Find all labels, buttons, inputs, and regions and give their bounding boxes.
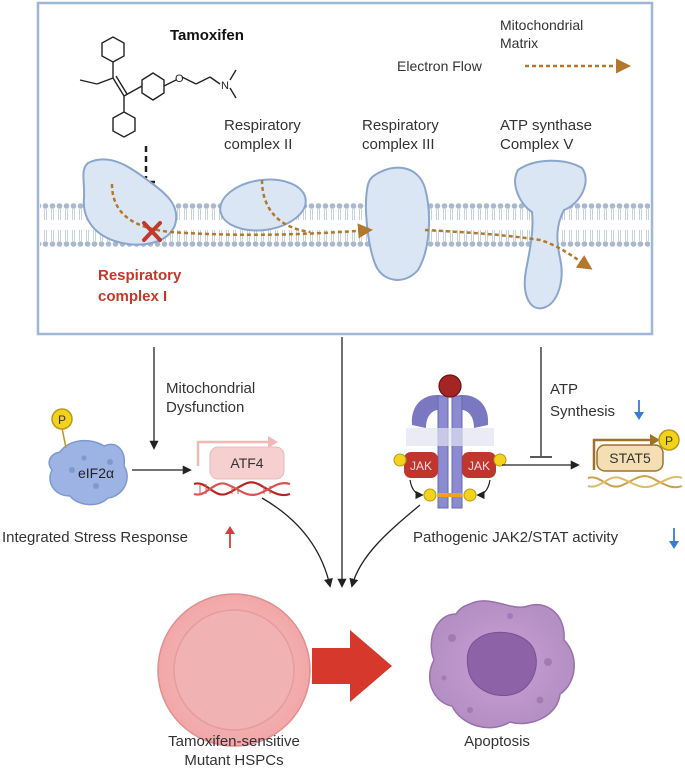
receptor-right-phospho-icon bbox=[463, 488, 477, 502]
atf4-label: ATF4 bbox=[230, 455, 263, 471]
jak-stat-label: Pathogenic JAK2/STAT activity bbox=[413, 529, 619, 546]
atf4-transcription-arrowhead bbox=[268, 436, 278, 448]
atf4-box bbox=[209, 446, 285, 480]
stat5-phospho-icon bbox=[658, 429, 680, 451]
jak-left-phospho-icon bbox=[393, 453, 407, 467]
stat5-transcription-arrowhead bbox=[650, 434, 660, 446]
tamoxifen-o-atom: O bbox=[175, 73, 184, 85]
tamoxifen-structure bbox=[79, 36, 237, 138]
jak-right-box bbox=[462, 452, 496, 478]
legend-electron-flow-label: Electron Flow bbox=[397, 58, 483, 74]
complex-ii-shape bbox=[219, 178, 307, 232]
electron-flow-ii bbox=[260, 179, 311, 234]
atf4-transcription-arrow bbox=[196, 440, 270, 466]
arrow-atf4-to-apoptosis bbox=[261, 497, 333, 588]
jak-right-phospho-icon bbox=[493, 453, 507, 467]
eif2a-protein bbox=[48, 439, 128, 506]
receptor-left-phospho-icon bbox=[423, 488, 437, 502]
jak-left-box bbox=[404, 452, 438, 478]
isr-up-arrow-icon bbox=[225, 526, 235, 548]
receptor-tyrosine-marks bbox=[438, 493, 462, 497]
apoptosis-label: Apoptosis bbox=[464, 733, 530, 750]
isr-label: Integrated Stress Response bbox=[2, 529, 188, 546]
tamoxifen-label: Tamoxifen bbox=[170, 27, 244, 44]
atp-down-arrow-icon bbox=[634, 400, 644, 420]
jak-left-autophos-arrow bbox=[409, 479, 424, 500]
stat5-box bbox=[596, 444, 664, 472]
eif2a-phospho-link bbox=[61, 427, 67, 449]
stat5-label: STAT5 bbox=[609, 450, 651, 466]
cytokine-ligand-icon bbox=[438, 374, 462, 398]
complex-iii-shape bbox=[365, 166, 431, 281]
inhibition-x-icon bbox=[142, 221, 162, 242]
complex-v-shape bbox=[514, 159, 587, 310]
apoptotic-cell-icon bbox=[429, 600, 575, 729]
dna-helix-atf4 bbox=[193, 481, 291, 497]
dna-helix-stat5 bbox=[587, 475, 683, 489]
eif2a-phospho-icon bbox=[51, 408, 73, 430]
stat5-transcription-arrow bbox=[592, 438, 652, 470]
jak-right-autophos-arrow bbox=[476, 479, 491, 500]
eif2a-label: eIF2α bbox=[78, 465, 114, 481]
jak-stat-down-arrow-icon bbox=[669, 528, 679, 549]
jak-left-label: JAK bbox=[410, 459, 432, 473]
jak-right-label: JAK bbox=[468, 459, 490, 473]
cytokine-receptor bbox=[406, 395, 494, 509]
tamoxifen-n-atom: N bbox=[221, 80, 229, 92]
big-arrow-icon bbox=[312, 630, 392, 702]
stat5-phospho-label: P bbox=[665, 434, 673, 448]
hspc-nucleus-icon bbox=[173, 609, 295, 731]
electron-flow-path bbox=[110, 183, 373, 239]
electron-flow-iii-v bbox=[424, 228, 593, 270]
arrow-jak-to-apoptosis bbox=[349, 504, 421, 588]
eif2a-phospho-label: P bbox=[58, 413, 66, 427]
complex-i-shape bbox=[82, 158, 178, 246]
